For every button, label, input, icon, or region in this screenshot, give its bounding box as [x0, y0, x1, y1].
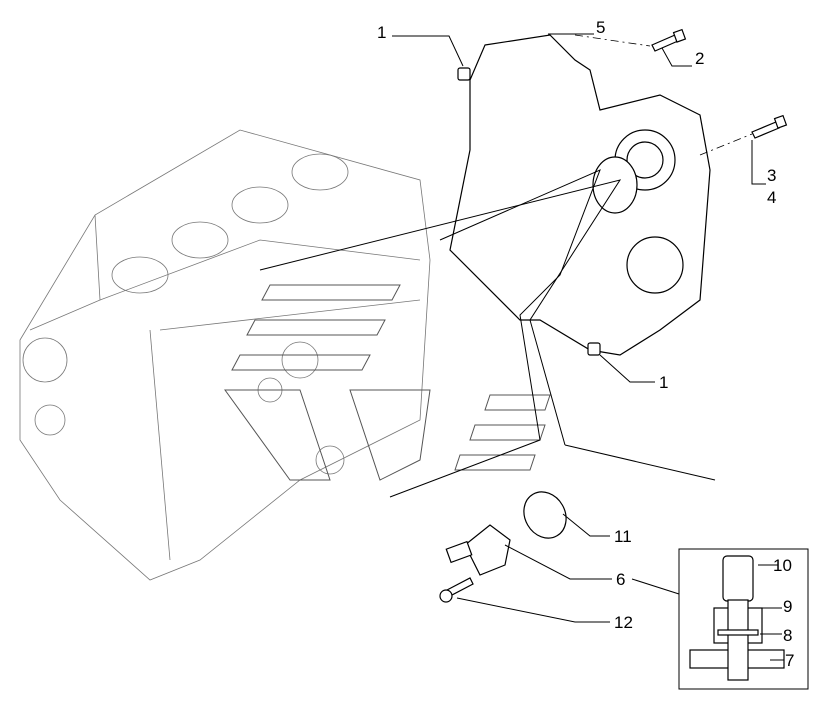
plug-top [457, 67, 471, 81]
callout-2: 2 [695, 49, 704, 68]
callout-12: 12 [614, 613, 633, 632]
callout-10: 10 [773, 556, 792, 575]
axis-line-3 [699, 133, 753, 156]
gear-cover [449, 34, 711, 356]
watermark-logo [224, 284, 551, 481]
callout-1-top: 1 [377, 23, 386, 42]
callout-3: 3 [767, 166, 776, 185]
bolt-12 [439, 577, 474, 603]
axis-line-2 [574, 34, 651, 47]
callout-9: 9 [783, 597, 792, 616]
gasket [259, 169, 716, 498]
callout-11: 11 [614, 527, 632, 546]
bolt-2 [651, 28, 687, 52]
callout-5: 5 [596, 18, 605, 37]
engine-block [19, 129, 431, 581]
o-ring [523, 491, 567, 539]
callout-8: 8 [783, 626, 792, 645]
plug-right [587, 342, 601, 356]
inset-detail [678, 548, 809, 690]
callout-6: 6 [616, 570, 625, 589]
bolt-3 [751, 114, 788, 139]
callout-7: 7 [785, 651, 794, 670]
tensioner [445, 524, 511, 576]
leader-lines [392, 33, 766, 623]
callout-4: 4 [767, 188, 776, 207]
callout-1-right: 1 [659, 373, 668, 392]
